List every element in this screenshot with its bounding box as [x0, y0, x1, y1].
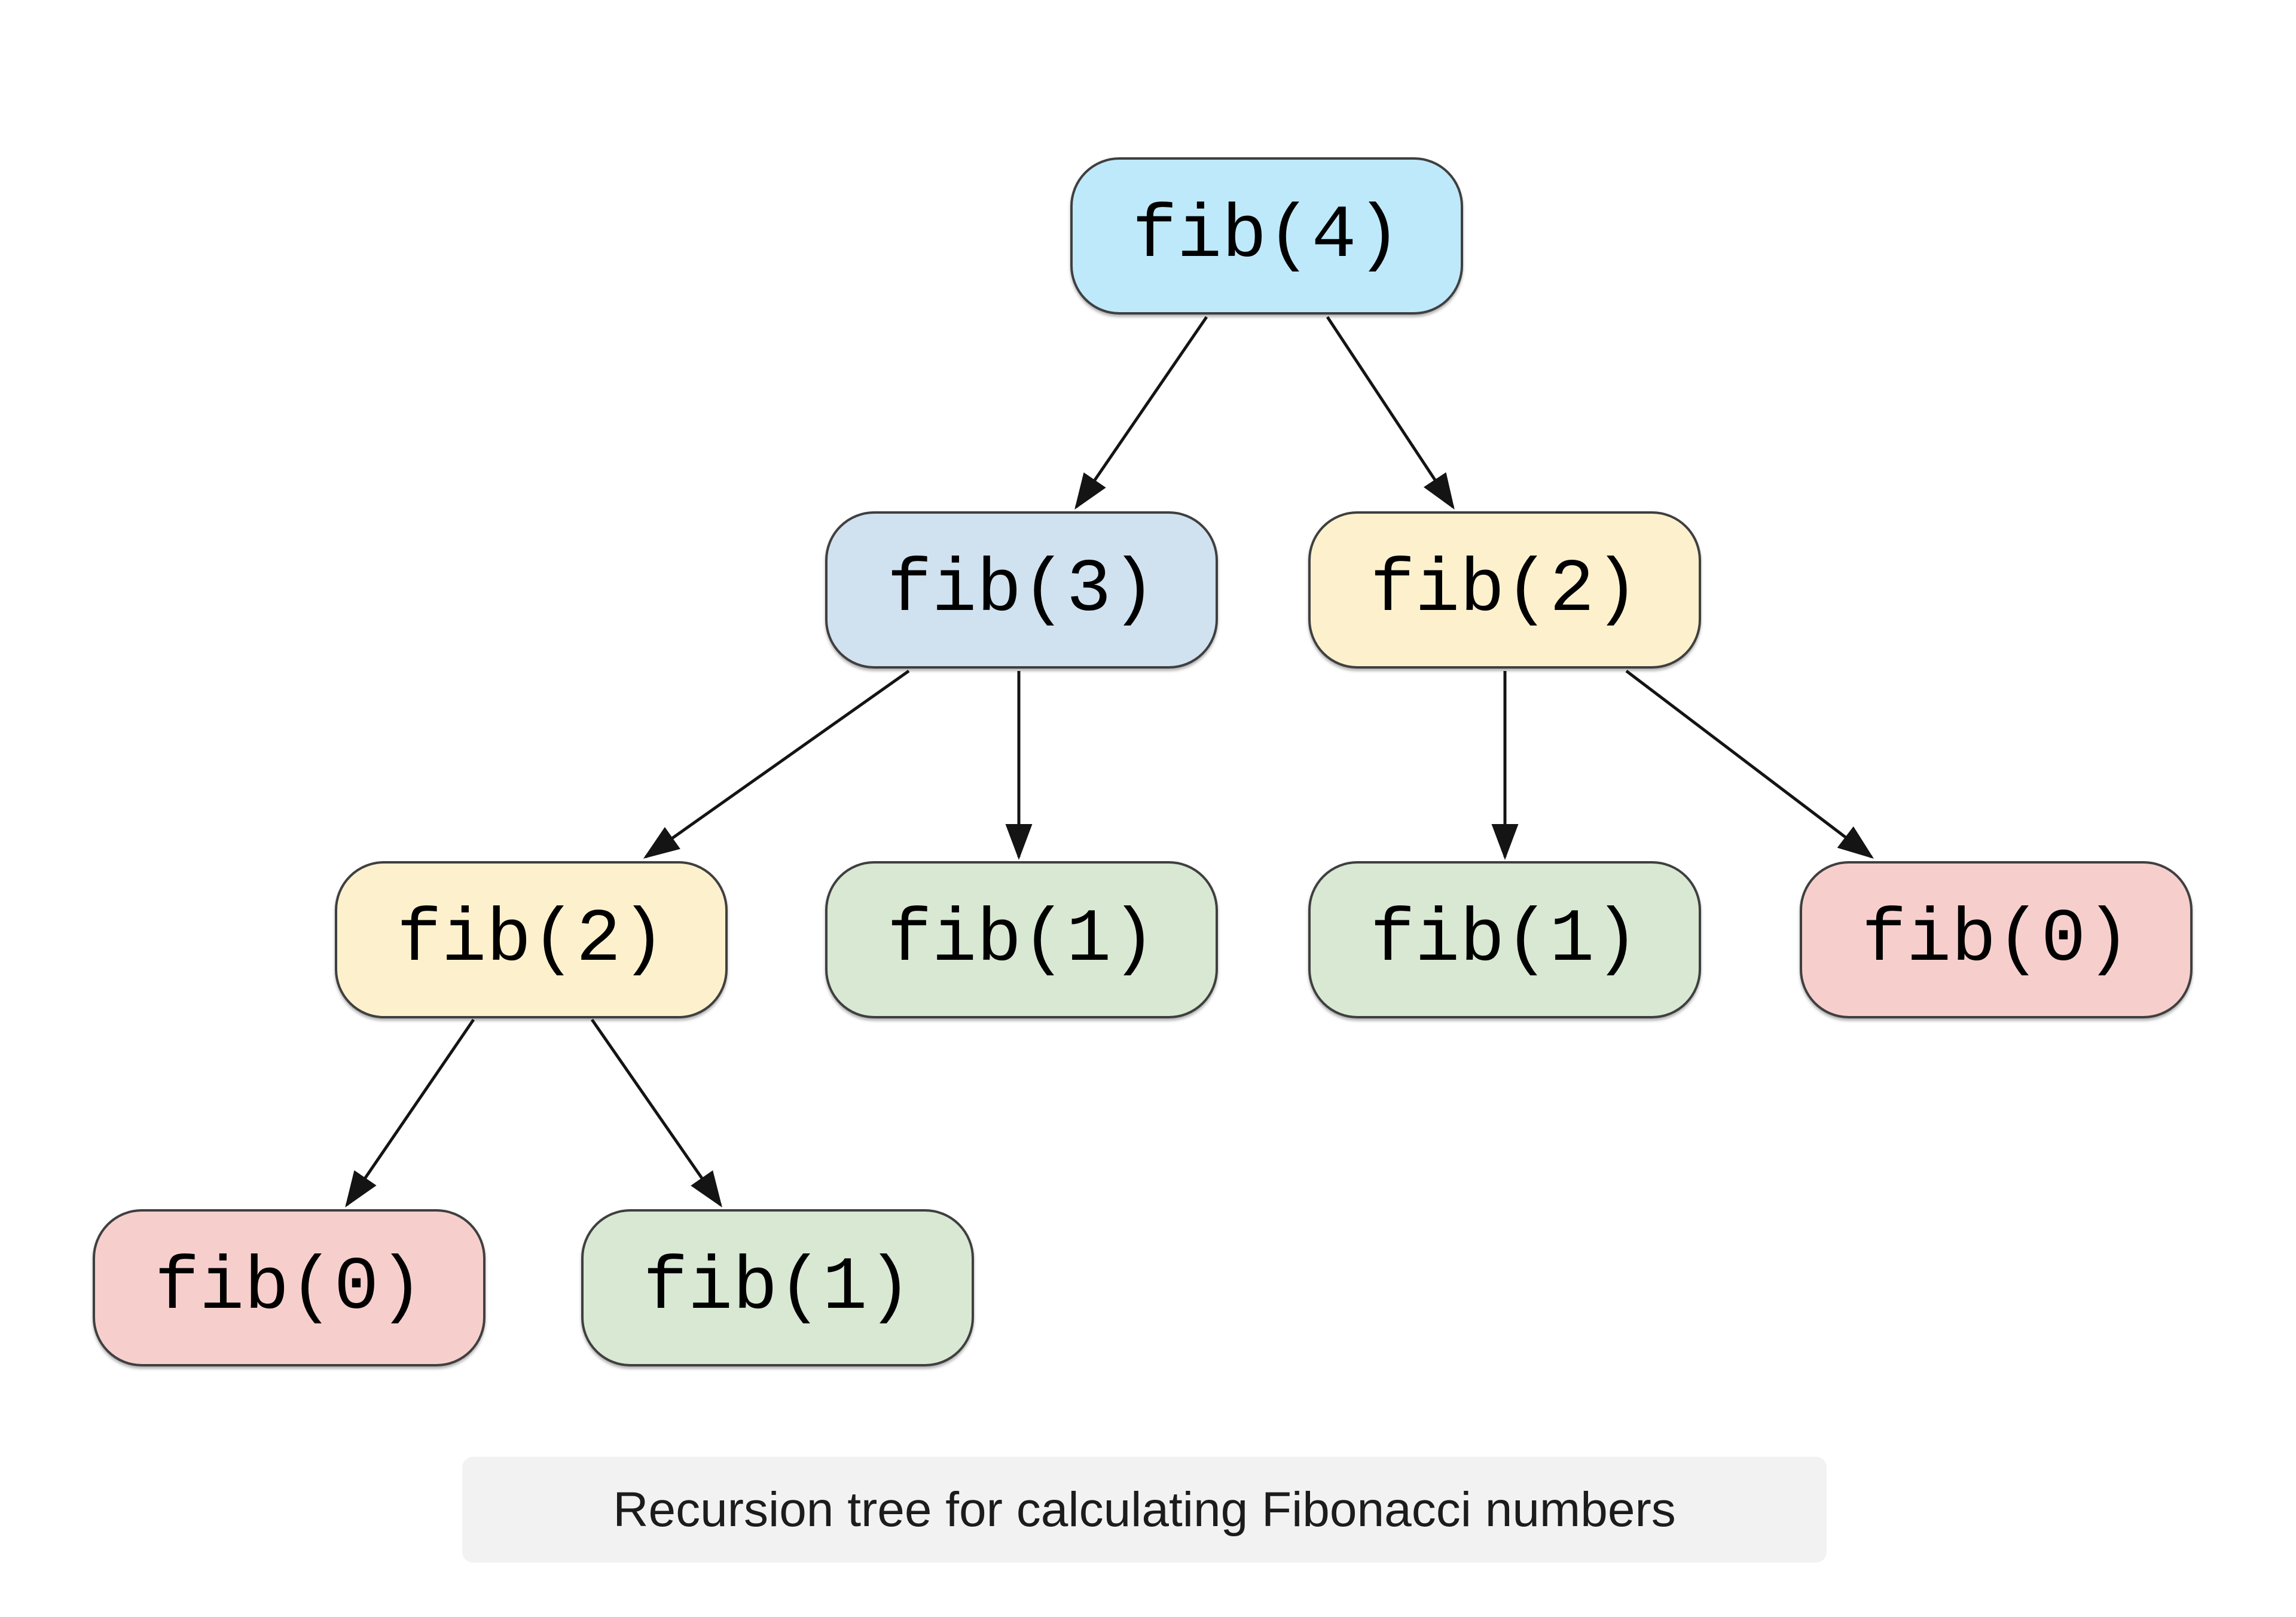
- edge-fib3-to-fib2-left: [643, 669, 910, 859]
- tree-node-fib1-bottom: fib(1): [581, 1209, 974, 1366]
- tree-node-fib0-bottom-left: fib(0): [93, 1209, 486, 1366]
- edge-fib2-right-to-fib0-right: [1625, 670, 1874, 859]
- tree-node-fib4: fib(4): [1070, 157, 1463, 315]
- tree-node-fib2-right: fib(2): [1308, 511, 1701, 669]
- tree-node-fib3: fib(3): [825, 511, 1218, 669]
- diagram-caption: Recursion tree for calculating Fibonacci…: [462, 1457, 1827, 1563]
- edge-fib4-to-fib3: [1074, 316, 1208, 510]
- tree-node-fib1-mid-right: fib(1): [1308, 861, 1701, 1018]
- edge-fib2-left-to-fib1-bottom: [590, 1018, 722, 1208]
- edge-fib4-to-fib2-right: [1326, 316, 1455, 510]
- edge-fib2-left-to-fib0-bottom-left: [345, 1018, 475, 1208]
- tree-node-fib1-mid-left: fib(1): [825, 861, 1218, 1018]
- tree-node-fib2-left: fib(2): [335, 861, 728, 1018]
- tree-node-fib0-right: fib(0): [1800, 861, 2193, 1018]
